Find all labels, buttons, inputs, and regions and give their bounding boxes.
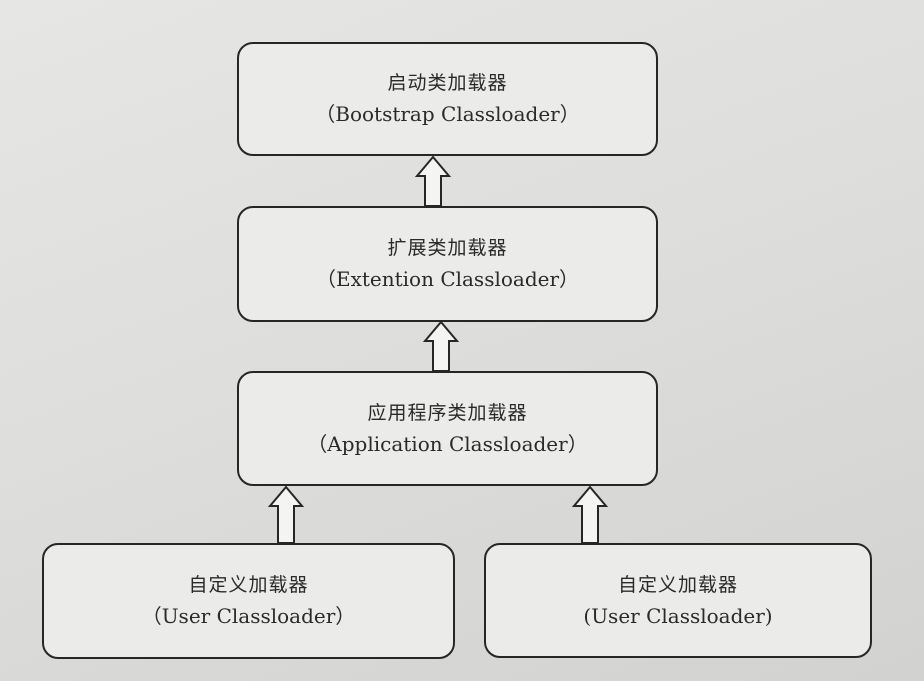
extension-classloader-title: 扩展类加载器 (387, 237, 508, 259)
extension-classloader-box: 扩展类加载器 （Extention Classloader） (237, 206, 658, 322)
user-classloader-right-subtitle: (User Classloader) (583, 603, 773, 628)
arrow-user-left-to-application (267, 485, 305, 544)
arrow-application-to-extension (422, 320, 460, 372)
application-classloader-title: 应用程序类加载器 (367, 401, 528, 424)
user-classloader-left-title: 自定义加载器 (188, 574, 309, 596)
user-classloader-box-left: 自定义加载器 （User Classloader） (42, 543, 455, 659)
bootstrap-classloader-subtitle: （Bootstrap Classloader） (315, 102, 580, 126)
user-classloader-box-right: 自定义加载器 (User Classloader) (484, 543, 872, 658)
bootstrap-classloader-box: 启动类加载器 （Bootstrap Classloader） (237, 42, 658, 156)
arrow-user-right-to-application (571, 485, 609, 544)
arrow-extension-to-bootstrap (414, 155, 452, 207)
user-classloader-left-subtitle: （User Classloader） (141, 604, 356, 628)
extension-classloader-subtitle: （Extention Classloader） (315, 267, 580, 291)
bootstrap-classloader-title: 启动类加载器 (387, 72, 508, 94)
application-classloader-subtitle: （Application Classloader） (307, 431, 588, 456)
application-classloader-box: 应用程序类加载器 （Application Classloader） (237, 371, 658, 486)
user-classloader-right-title: 自定义加载器 (617, 573, 738, 596)
